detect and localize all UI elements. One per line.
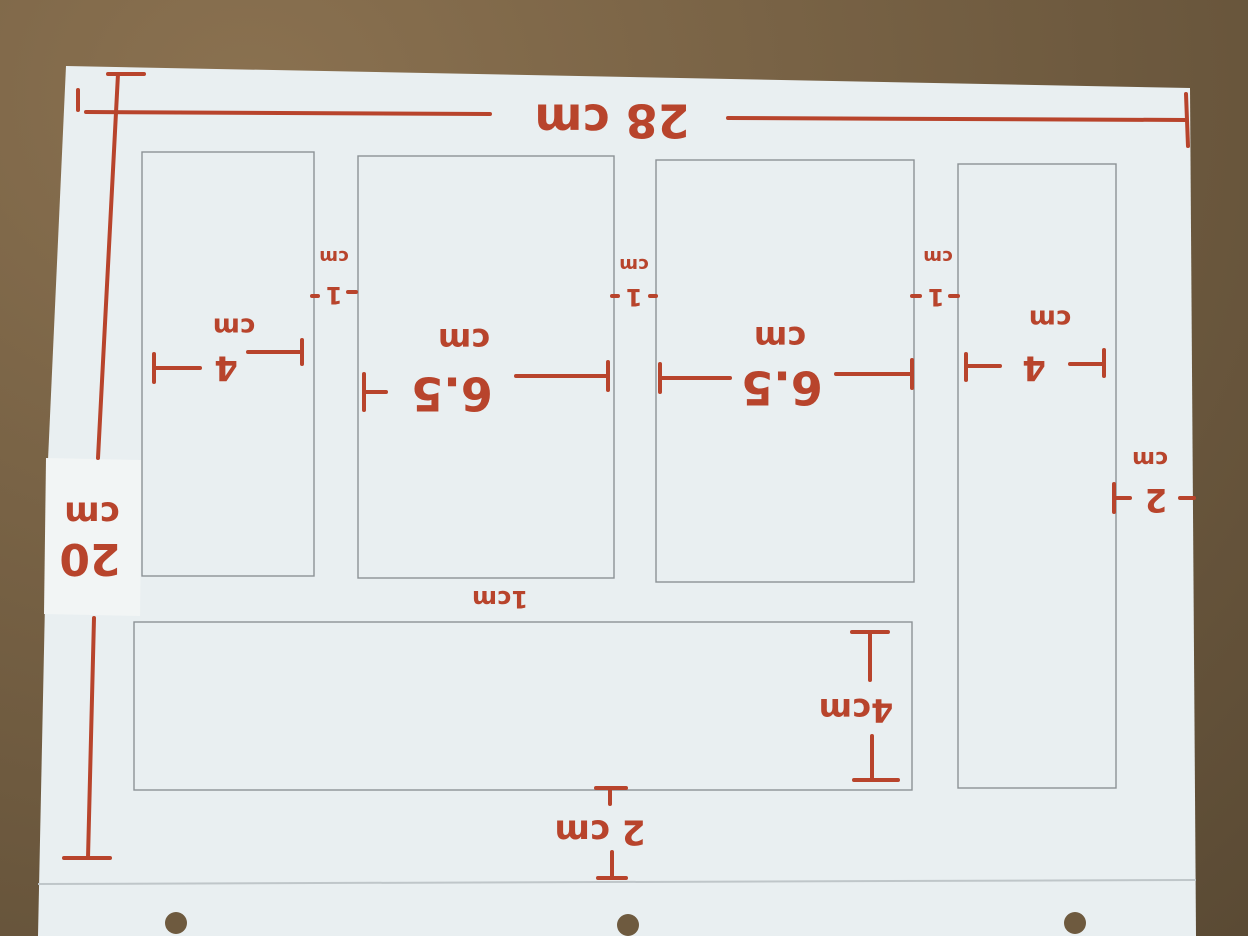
paper-fold-line bbox=[37, 879, 1197, 885]
height-label-number: 20 bbox=[59, 533, 120, 584]
tape-patch bbox=[44, 458, 142, 616]
width-dim-tick-right bbox=[1184, 92, 1190, 148]
punch-hole bbox=[1064, 912, 1086, 934]
panel-mid-right-label: 6.5 bbox=[741, 361, 823, 415]
panel-bottom-outline bbox=[133, 621, 913, 791]
gap-right-label: 2 bbox=[1145, 481, 1167, 519]
gap-1-unit: cm bbox=[319, 246, 348, 267]
panel-small-right-unit: cm bbox=[1029, 304, 1072, 334]
gap-1-label: 1 bbox=[326, 281, 343, 309]
height-dim-line-top bbox=[96, 72, 120, 460]
panel-small-right-outline bbox=[957, 163, 1117, 789]
panel-mid-left-outline bbox=[357, 155, 615, 579]
panel-small-right-label: 4 bbox=[1022, 348, 1046, 388]
paper-sheet bbox=[38, 66, 1196, 936]
gap-right-unit: cm bbox=[1132, 446, 1168, 471]
bottom-panel-height-label: 4cm bbox=[819, 691, 894, 729]
width-dim-line-left bbox=[84, 110, 492, 116]
panel-small-left-label: 4 bbox=[214, 348, 238, 388]
panel-mid-left-unit: cm bbox=[438, 321, 490, 359]
gap-2-label: 1 bbox=[626, 283, 643, 311]
height-label-unit: cm bbox=[64, 494, 120, 534]
gap-3-label: 1 bbox=[928, 283, 945, 311]
gap-3-unit: cm bbox=[923, 246, 952, 267]
punch-hole bbox=[165, 912, 187, 934]
width-dim-line-right bbox=[726, 116, 1188, 122]
panel-mid-right-unit: cm bbox=[754, 319, 806, 357]
panel-small-left-outline bbox=[141, 151, 315, 577]
punch-hole bbox=[617, 914, 639, 936]
gap-row-label: 1cm bbox=[472, 585, 528, 613]
width-label: 28 cm bbox=[534, 94, 689, 148]
panel-small-left-unit: cm bbox=[213, 312, 256, 342]
bottom-margin-label: 2 cm bbox=[554, 812, 645, 852]
height-dim-line-bottom bbox=[86, 616, 96, 860]
gap-2-unit: cm bbox=[619, 254, 648, 275]
panel-mid-left-label: 6.5 bbox=[411, 367, 493, 421]
